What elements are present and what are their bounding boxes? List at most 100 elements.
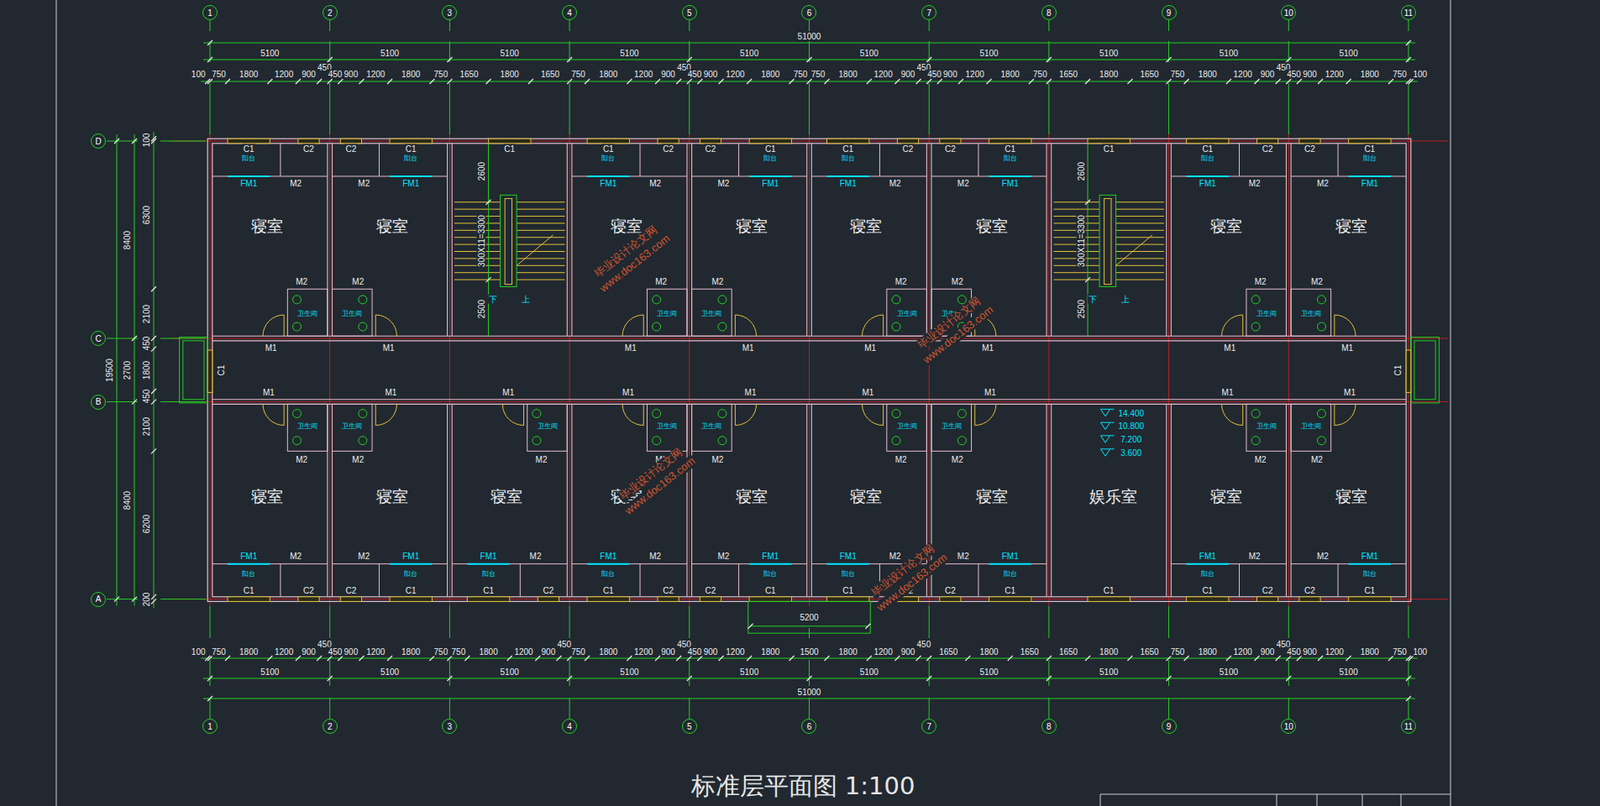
dimension-text: 5100 [1218,48,1239,58]
dimension-text: 1650 [540,69,561,79]
stair-tread [454,279,501,281]
window [587,138,630,144]
room-label: FM1 [1001,178,1020,188]
dimension-tick [207,78,213,84]
window [699,597,721,603]
bathroom-wall [646,403,688,452]
door-swing [1222,314,1244,336]
room-label: C2 [661,586,675,596]
room-label: C1 [1201,586,1214,596]
room-label: 阳台 [840,571,856,579]
axis-leader [329,697,331,719]
room-label: 卫生间 [340,309,363,318]
dimension-tick [1388,78,1394,84]
dimension-tick [1285,655,1291,661]
stair-tread [1116,257,1165,259]
room-label: M1 [860,388,875,398]
dimension-tick [207,676,213,682]
dimension-tick [1184,655,1190,661]
dimension-text: 900 [702,647,719,657]
room-name-text: 寝室 [735,487,768,506]
dimension-tick [1254,78,1260,84]
corridor-balcony [183,340,205,400]
window [939,138,961,144]
room-label: C2 [1261,144,1275,154]
dimension-text: 750 [1391,69,1408,79]
dimension-text: 1800 [1098,647,1119,657]
axis-bubble-text: 7 [926,8,932,18]
dimension-text: 5100 [1218,667,1239,677]
window [1299,138,1321,144]
stair-label: 300X11=3300 [1075,214,1086,268]
axis-bubble: 5 [681,5,698,21]
axis-bubble: 8 [1041,5,1057,21]
dimension-text: 2100 [141,304,152,325]
room-label: C2 [541,586,555,596]
dimension-text: 5100 [619,48,640,58]
axis-leader [928,20,930,32]
dimension-tick [718,78,724,84]
dimension-tick [676,655,682,661]
toilet-symbol [358,409,368,419]
axis-leader [1407,606,1409,639]
room-label: FM1 [239,550,258,561]
balcony-wall [931,175,1047,177]
room-label: 阳台 [481,571,497,579]
dimension-tick [225,655,231,661]
room-name: 寝室 [972,214,1012,240]
door-swing [1334,403,1356,425]
dimension-tick [446,676,452,682]
dimension-text: 5100 [619,667,640,677]
dimension-text: 1800 [838,69,859,79]
room-label: 卫生间 [700,309,723,318]
door-swing [1222,403,1244,425]
dimension-text: 1200 [724,647,745,657]
dimension-text: 1650 [1138,69,1160,79]
cross-wall [811,143,813,336]
room-label: M1 [744,388,758,398]
dimension-tick [1285,57,1291,63]
dimension-text: 750 [451,647,467,657]
toilet-symbol [532,436,541,446]
room-label: M2 [1248,178,1262,188]
dimension-text: 5100 [739,48,760,58]
dimension-tick [151,335,157,341]
window [466,597,509,603]
bathroom-wall [527,403,568,452]
room-label: C1 [242,144,256,154]
room-label: 阳台 [403,571,419,579]
corridor-wall [212,403,1406,405]
axis-bubble-text: 4 [566,8,572,18]
dimension-tick [387,655,393,661]
dimension-tick [1166,676,1172,682]
axis-leader [449,606,451,639]
dimension-text: 1800 [598,69,619,79]
bathroom-wall [646,288,688,336]
axis-leader [160,338,206,340]
room-label: M2 [950,276,965,286]
axis-leader [1407,20,1409,32]
axis-leader [1048,697,1050,719]
balcony-wall [879,143,881,177]
room-label: 卫生间 [1255,309,1278,318]
dimension-text: 5100 [259,667,280,677]
axis-leader [449,697,451,719]
dimension-tick [1254,655,1260,661]
balcony-door [1348,563,1391,566]
room-label: 10.800 [1117,421,1146,431]
window [298,138,320,144]
dimension-tick [1317,78,1323,84]
dimension-text: 750 [570,69,587,79]
axis-leader [106,338,138,340]
window [207,350,213,393]
dimension-text: 1800 [400,647,421,657]
balcony-door [826,563,869,566]
dimension-text: 450 [687,647,703,657]
stair-tread [516,265,565,267]
room-label: M2 [654,276,668,286]
room-label: C2 [1303,144,1317,154]
stair-well [1099,194,1117,287]
room-label: C2 [344,144,357,154]
axis-bubble-text: 10 [1284,722,1294,732]
room-name-text: 寝室 [610,216,643,236]
